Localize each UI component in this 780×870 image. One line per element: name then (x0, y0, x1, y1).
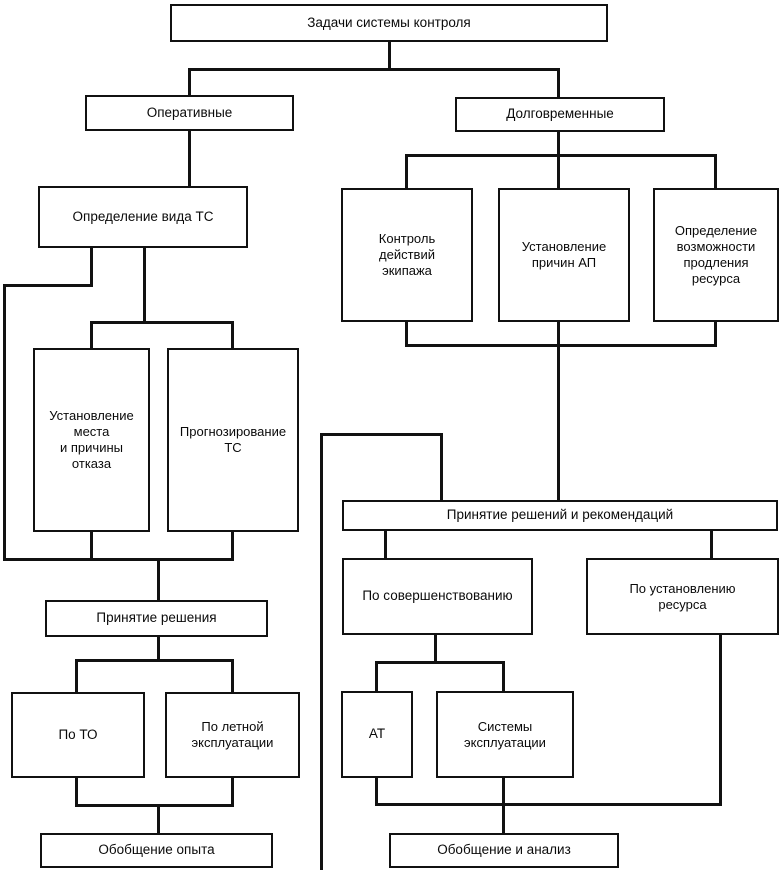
connector-line (557, 344, 560, 502)
connector-line (375, 776, 378, 806)
connector-line (502, 803, 505, 835)
connector-line (710, 529, 713, 560)
connector-line (502, 776, 505, 806)
node-box[interactable]: АТ (341, 691, 413, 778)
connector-line (375, 661, 505, 664)
connector-line (90, 530, 93, 561)
connector-line (384, 529, 387, 560)
connector-line (405, 154, 408, 190)
node-box[interactable]: Задачи системы контроля (170, 4, 608, 42)
connector-line (157, 635, 160, 662)
connector-line (3, 284, 93, 287)
connector-line (405, 344, 717, 347)
connector-line (320, 433, 323, 870)
node-box[interactable]: Оперативные (85, 95, 294, 131)
node-box[interactable]: По совершенствованию (342, 558, 533, 635)
node-box[interactable]: Системы эксплуатации (436, 691, 574, 778)
connector-line (157, 558, 160, 603)
node-box[interactable]: Установление места и причины отказа (33, 348, 150, 532)
node-box[interactable]: По летной эксплуатации (165, 692, 300, 778)
connector-line (188, 131, 191, 188)
connector-line (388, 42, 391, 71)
node-box[interactable]: Принятие решения (45, 600, 268, 637)
connector-line (90, 246, 93, 287)
connector-line (557, 132, 560, 156)
connector-line (3, 284, 6, 561)
connector-line (188, 68, 191, 97)
connector-line (75, 659, 233, 662)
connector-line (557, 320, 560, 347)
connector-line (75, 776, 78, 807)
node-box[interactable]: Обобщение и анализ (389, 833, 619, 868)
connector-line (75, 804, 234, 807)
node-box[interactable]: По установлению ресурса (586, 558, 779, 635)
node-box[interactable]: Установление причин АП (498, 188, 630, 322)
connector-line (231, 659, 234, 695)
connector-line (3, 558, 157, 561)
connector-line (90, 558, 234, 561)
node-box[interactable]: Определение вида ТС (38, 186, 248, 248)
connector-line (405, 320, 408, 347)
connector-line (320, 433, 443, 436)
connector-line (143, 246, 146, 324)
connector-line (440, 433, 443, 503)
node-box[interactable]: Обобщение опыта (40, 833, 273, 868)
node-box[interactable]: Принятие решений и рекомендаций (342, 500, 778, 531)
connector-line (557, 68, 560, 99)
node-box[interactable]: Прогнозирование ТС (167, 348, 299, 532)
connector-line (231, 321, 234, 350)
connector-line (90, 321, 234, 324)
node-box[interactable]: По ТО (11, 692, 145, 778)
node-box[interactable]: Определение возможности продления ресурс… (653, 188, 779, 322)
node-box[interactable]: Долговременные (455, 97, 665, 132)
connector-line (502, 661, 505, 693)
connector-line (434, 633, 437, 663)
connector-line (714, 320, 717, 347)
connector-line (231, 776, 234, 807)
connector-line (188, 68, 560, 71)
connector-line (90, 321, 93, 350)
connector-line (231, 530, 234, 561)
connector-line (375, 803, 722, 806)
connector-line (157, 804, 160, 835)
connector-line (75, 659, 78, 695)
connector-line (405, 154, 717, 157)
node-box[interactable]: Контроль действий экипажа (341, 188, 473, 322)
connector-line (719, 633, 722, 805)
connector-line (375, 661, 378, 693)
connector-line (714, 154, 717, 190)
connector-line (557, 154, 560, 190)
